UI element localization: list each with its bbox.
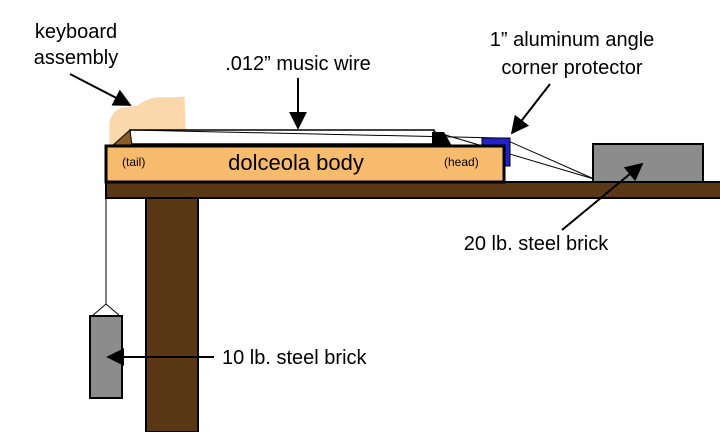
label-keyboard-line1: keyboard xyxy=(35,21,117,43)
head-block xyxy=(432,132,452,146)
label-tail: (tail) xyxy=(122,155,145,169)
label-music-wire: .012” music wire xyxy=(225,53,371,75)
label-brick-20lb: 20 lb. steel brick xyxy=(464,233,610,255)
brick-hanger xyxy=(91,303,121,317)
label-head: (head) xyxy=(444,155,479,169)
label-angle-line1: 1” aluminum angle xyxy=(490,29,655,51)
label-angle-line2: corner protector xyxy=(501,57,643,79)
dolceola-body xyxy=(104,144,506,184)
label-keyboard-line2: assembly xyxy=(34,47,118,69)
music-wire-angle-segment xyxy=(505,139,595,180)
steel-brick-20lb xyxy=(592,143,704,183)
label-brick-10lb: 10 lb. steel brick xyxy=(222,347,368,369)
table-leg xyxy=(145,197,199,432)
label-body: dolceola body xyxy=(228,150,364,175)
arrow-keyboard xyxy=(69,73,132,106)
arrow-brick-20lb xyxy=(561,162,644,231)
wire-top-plate xyxy=(129,129,435,145)
arrow-corner-protector xyxy=(510,83,551,135)
table-top xyxy=(105,181,720,199)
music-wire xyxy=(129,129,501,139)
music-wire-head-segment xyxy=(431,130,595,180)
